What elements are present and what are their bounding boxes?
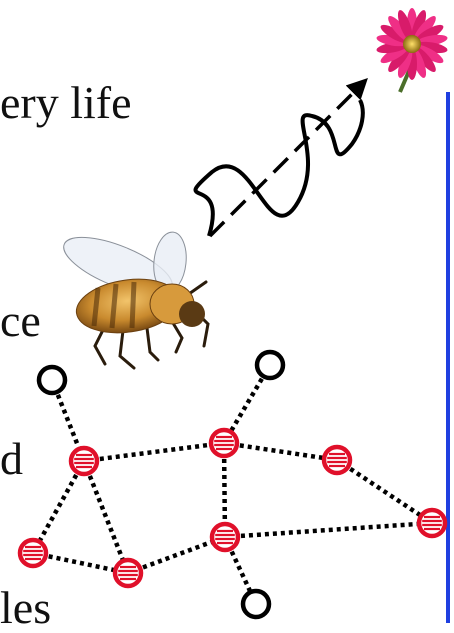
network-edges	[31, 363, 434, 605]
network-edge	[81, 460, 131, 574]
inactive-node	[240, 588, 272, 620]
active-node	[17, 537, 49, 569]
network-edge	[83, 440, 225, 464]
text-fragment-2: ce	[0, 295, 41, 346]
active-node	[112, 557, 144, 589]
inactive-node	[36, 364, 68, 396]
network-edge	[223, 440, 338, 463]
signal-straight-line	[208, 78, 368, 238]
active-node	[416, 507, 448, 539]
network-edge	[224, 520, 433, 540]
active-node	[321, 444, 353, 476]
flower-petal	[380, 24, 409, 44]
text-fragment-3: d	[0, 433, 23, 484]
flower-petal	[397, 10, 413, 41]
network-edge	[31, 459, 86, 555]
active-node	[209, 521, 241, 553]
network-edge	[335, 458, 434, 525]
flower-petal	[397, 47, 413, 78]
network-nodes	[17, 349, 448, 620]
active-node	[68, 445, 100, 477]
flower-icon	[376, 8, 448, 93]
active-node	[208, 427, 240, 459]
bee-icon	[63, 231, 210, 370]
network-edge	[127, 534, 226, 576]
text-fragment-1: ery life	[0, 77, 132, 128]
flower-petal	[411, 10, 427, 41]
signal-wave-path	[193, 99, 365, 237]
inactive-node	[254, 349, 286, 381]
network-edge	[32, 550, 129, 576]
flower-petal	[415, 44, 444, 64]
